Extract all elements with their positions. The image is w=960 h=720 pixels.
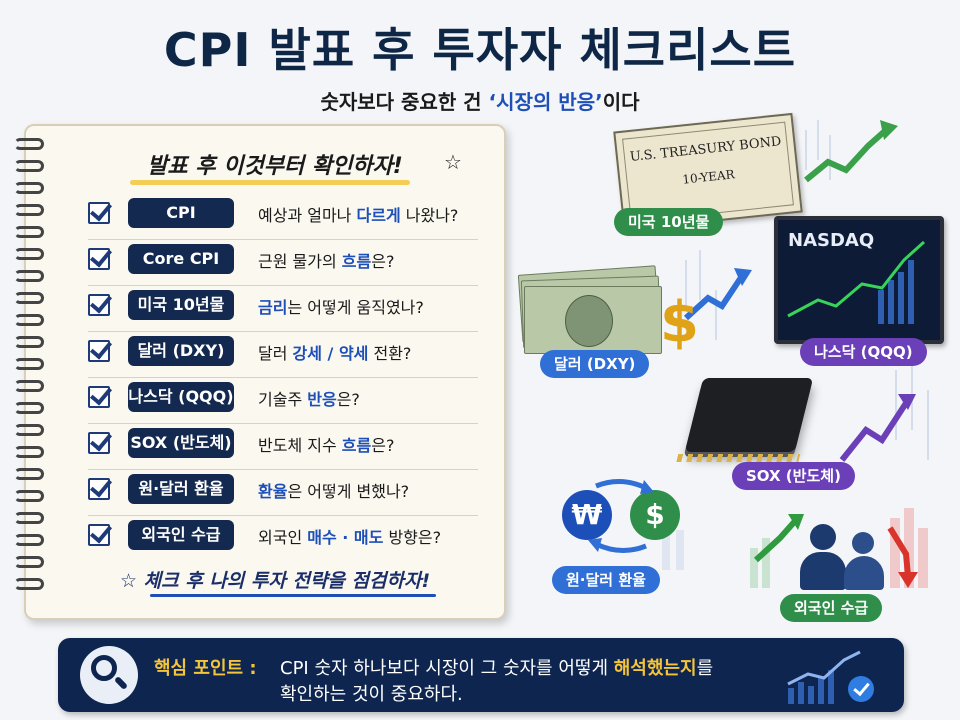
item-question: 환율은 어떻게 변했나? — [258, 482, 410, 501]
item-question: 반도체 지수 흐름은? — [258, 436, 395, 455]
foreign-flow-chart — [750, 508, 928, 588]
heading-highlight — [130, 180, 410, 185]
checkbox-icon — [88, 202, 110, 224]
key-point-text-line2: 확인하는 것이 중요하다. — [280, 684, 463, 705]
investors-icon — [796, 520, 886, 590]
item-tag: CPI — [128, 198, 234, 228]
subtitle-highlight: ‘시장의 반응’ — [488, 90, 603, 114]
label-nasdaq: 나스닥 (QQQ) — [800, 338, 927, 366]
item-tag: 외국인 수급 — [128, 520, 234, 550]
checkbox-icon — [88, 386, 110, 408]
footer-underline — [150, 594, 436, 597]
checklist-item-fx: 원·달러 환율 환율은 어떻게 변했나? — [88, 472, 486, 516]
background-charts — [662, 120, 929, 570]
label-sox: SOX (반도체) — [732, 462, 855, 490]
checkbox-icon — [88, 294, 110, 316]
item-tag: 미국 10년물 — [128, 290, 234, 320]
dollar-coin-icon: $ — [630, 490, 680, 540]
page-subtitle: 숫자보다 중요한 건 ‘시장의 반응’이다 — [0, 86, 960, 115]
item-tag: 달러 (DXY) — [128, 336, 234, 366]
checklist-item-us10y: 미국 10년물 금리는 어떻게 움직였나? — [88, 288, 486, 332]
item-question: 근원 물가의 흐름은? — [258, 252, 395, 271]
item-question: 기술주 반응은? — [258, 390, 360, 409]
label-us10y: 미국 10년물 — [614, 208, 724, 236]
semiconductor-chip-image — [676, 378, 814, 462]
key-point-label: 핵심 포인트 : — [154, 658, 257, 679]
page-title: CPI 발표 후 투자자 체크리스트 — [163, 23, 797, 77]
checklist-item-nasdaq: 나스닥 (QQQ) 기술주 반응은? — [88, 380, 486, 424]
item-question: 금리는 어떻게 움직였나? — [258, 298, 424, 317]
checklist-item-core-cpi: Core CPI 근원 물가의 흐름은? — [88, 242, 486, 286]
label-foreign: 외국인 수급 — [780, 594, 883, 622]
item-question: 달러 강세 / 약세 전환? — [258, 344, 412, 363]
checklist-item-sox: SOX (반도체) 반도체 지수 흐름은? — [88, 426, 486, 470]
spiral-binding — [14, 138, 48, 598]
bond-trend-arrow — [804, 127, 888, 183]
sox-trend-arrow — [839, 398, 911, 462]
key-point-banner: 핵심 포인트 : CPI 숫자 하나보다 시장이 그 숫자를 어떻게 해석했는지… — [58, 638, 904, 712]
dollar-sign-icon: $ — [660, 290, 699, 355]
checkbox-icon — [88, 478, 110, 500]
item-tag: Core CPI — [128, 244, 234, 274]
checkbox-icon — [88, 432, 110, 454]
notebook-heading: 발표 후 이것부터 확인하자! — [147, 154, 403, 179]
nasdaq-monitor-image: NASDAQ — [774, 216, 944, 344]
nasdaq-chart — [787, 240, 926, 324]
notebook-footer: ☆ 체크 후 나의 투자 전략을 점검하자! — [120, 570, 431, 592]
magnifier-icon — [80, 646, 138, 704]
checkbox-icon — [88, 340, 110, 362]
checklist-item-cpi: CPI 예상과 얼마나 다르게 나왔나? — [88, 196, 486, 240]
growth-chart-icon — [787, 650, 861, 704]
label-fx: 원·달러 환율 — [552, 566, 660, 594]
nasdaq-screen-text: NASDAQ — [788, 230, 875, 251]
checklist-item-foreign: 외국인 수급 외국인 매수 · 매도 방향은? — [88, 518, 486, 558]
exchange-arrows-icon — [588, 479, 654, 553]
item-question: 예상과 얼마나 다르게 나왔나? — [258, 206, 459, 225]
key-point-text-line1: CPI 숫자 하나보다 시장이 그 숫자를 어떻게 해석했는지를 — [280, 658, 714, 679]
dollar-bills-image — [517, 265, 662, 354]
item-question: 외국인 매수 · 매도 방향은? — [258, 528, 442, 547]
star-icon: ☆ — [120, 570, 144, 592]
checkbox-icon — [88, 524, 110, 546]
dollar-trend-arrow — [683, 274, 745, 321]
won-coin-icon: ₩ — [562, 490, 612, 540]
check-circle-icon — [848, 676, 874, 702]
item-tag: SOX (반도체) — [128, 428, 234, 458]
checklist-item-dxy: 달러 (DXY) 달러 강세 / 약세 전환? — [88, 334, 486, 378]
subtitle-text: 숫자보다 중요한 건 — [320, 90, 489, 114]
item-tag: 원·달러 환율 — [128, 474, 234, 504]
label-dxy: 달러 (DXY) — [540, 350, 650, 378]
subtitle-text-end: 이다 — [602, 90, 640, 114]
item-tag: 나스닥 (QQQ) — [128, 382, 234, 412]
star-icon: ☆ — [444, 150, 462, 174]
checkbox-icon — [88, 248, 110, 270]
